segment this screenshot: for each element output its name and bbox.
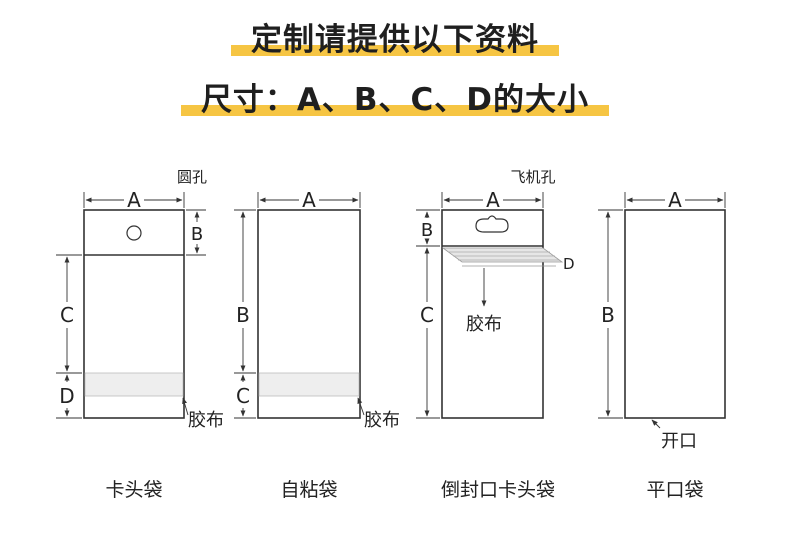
tape-label: 胶布 [466,314,502,335]
bag-caption: 自粘袋 [280,479,338,501]
bag-outline [624,209,726,419]
airplane-hole-icon [475,215,509,233]
opening-label: 开口 [661,431,697,452]
bag-self-adhesive [234,192,365,419]
bag-outline [441,209,544,419]
dim-a-label: A [127,188,141,212]
bag-outline [83,209,185,419]
bag-caption: 倒封口卡头袋 [440,479,555,501]
dim-c-label: C [236,384,250,408]
dim-a-label: A [486,188,500,212]
bag-header-card [56,192,206,419]
dim-b-label: B [236,303,250,327]
hole-label: 飞机孔 [510,168,555,186]
dim-d-label: D [563,255,575,273]
tape-label: 胶布 [364,410,400,431]
title-line-2-text: 尺寸：A、B、C、D的大小 [180,74,610,119]
bag-caption: 平口袋 [646,479,704,501]
dim-b-label: B [191,224,203,245]
bag-reverse-seal-header [416,192,564,419]
dim-a-label: A [302,188,316,212]
bag-flat-opening [598,192,726,429]
round-hole-icon [126,225,142,241]
adhesive-strip [84,372,184,397]
dim-b-label: B [421,220,433,241]
dim-d-label: D [59,384,74,408]
dim-c-label: C [60,303,74,327]
dim-a-label: A [668,188,682,212]
hole-label: 圆孔 [177,168,207,186]
title-line-1: 定制请提供以下资料 [0,14,790,59]
dim-b-label: B [601,303,615,327]
title-line-2: 尺寸：A、B、C、D的大小 [0,74,790,119]
dim-c-label: C [420,303,434,327]
adhesive-strip [258,372,360,397]
bag-caption: 卡头袋 [105,479,163,501]
title-line-1-text: 定制请提供以下资料 [231,14,559,59]
adhesive-flap [441,247,564,263]
bag-outline [257,209,361,419]
tape-label: 胶布 [188,410,224,431]
